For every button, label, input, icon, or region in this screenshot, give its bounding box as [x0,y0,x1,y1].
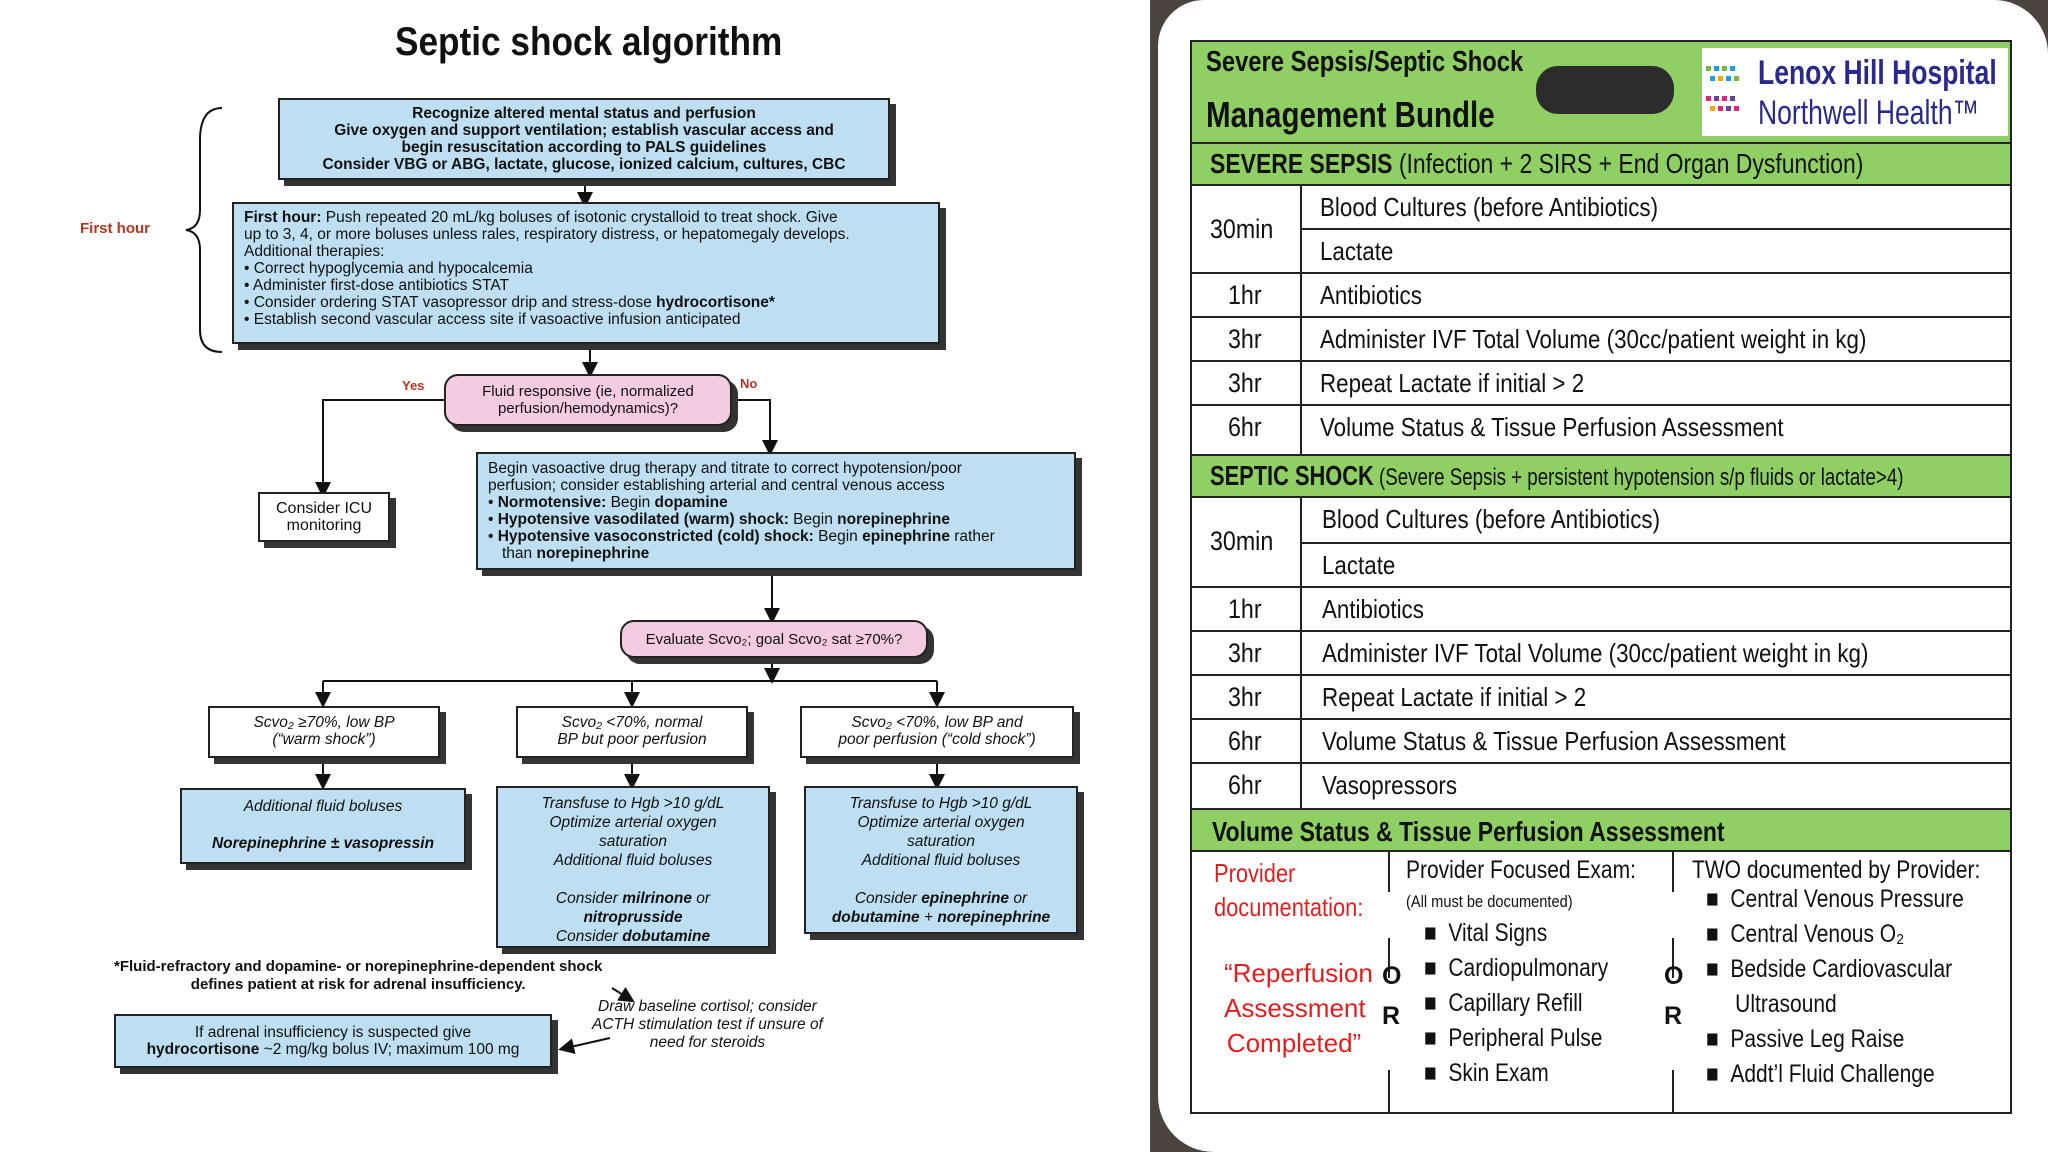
sec2-item-4: Repeat Lactate if initial > 2 [1322,682,1587,712]
or-divider-1: O R [1382,962,1402,1030]
measure-item: ■ Passive Leg Raise [1706,1025,1905,1053]
septic-shock-algorithm: Septic shock algorithm First hour Recogn… [0,0,1150,1152]
two-documented-heading: TWO documented by Provider: [1692,856,1981,884]
first-hour-label: First hour [80,220,150,237]
sec2-item-6: Vasopressors [1322,770,1458,800]
algorithm-title: Septic shock algorithm [395,20,783,64]
no-label: No [740,376,758,391]
sec1-rows [1192,186,2012,454]
icu-box: Consider ICU monitoring [258,492,390,542]
sec2-item-0: Blood Cultures (before Antibiotics) [1322,504,1661,534]
evaluate-scvo2-decision: Evaluate Scvo₂; goal Scvo₂ sat ≥70%? [620,620,928,658]
logo-dots-icon [1706,66,1739,111]
measure-item: Ultrasound [1735,990,1837,1018]
sec1-item-1: Lactate [1320,236,1394,266]
fluid-responsive-decision: Fluid responsive (ie, normalized perfusi… [444,374,732,426]
sec1-item-0: Blood Cultures (before Antibiotics) [1320,192,1659,222]
sec2-time-3: 3hr [1228,638,1262,668]
sec2-time-6: 6hr [1228,770,1262,800]
sec1-item-3: Administer IVF Total Volume (30cc/patien… [1320,324,1867,354]
reperfusion-completed-label: “Reperfusion Assessment Completed” [1224,958,1373,1058]
card-title-line2: Management Bundle [1206,94,1495,135]
time-column-divider [1300,186,1302,454]
normal-bp-box: Scvo₂ <70%, normal BP but poor perfusion [516,706,748,758]
sec1-time-0: 30min [1210,214,1274,244]
sec2-time-0: 30min [1210,526,1274,556]
sepsis-bundle-card [1158,0,2048,1152]
exam-item: ■ Vital Signs [1424,919,1548,947]
sec1-item-5: Volume Status & Tissue Perfusion Assessm… [1320,412,1784,442]
normal-bp-treatment: Transfuse to Hgb >10 g/dL Optimize arter… [496,786,770,948]
adrenal-footnote: *Fluid-refractory and dopamine- or norep… [114,958,603,993]
sec2-item-2: Antibiotics [1322,594,1424,624]
septic-shock-header: SEPTIC SHOCK (Severe Sepsis + persistent… [1190,456,2012,498]
exam-heading: Provider Focused Exam: [1406,856,1636,884]
or-divider-2: O R [1664,962,1684,1030]
perfusion-header: Volume Status & Tissue Perfusion Assessm… [1190,808,2012,852]
warm-shock-treatment: Additional fluid boluses Norepinephrine … [180,788,466,864]
lanyard-slot [1536,66,1674,114]
first-hour-box: First hour: Push repeated 20 mL/kg bolus… [232,202,940,344]
provider-documentation-label: Provider documentation: [1214,858,1364,922]
sec2-item-5: Volume Status & Tissue Perfusion Assessm… [1322,726,1786,756]
card-title-line1: Severe Sepsis/Septic Shock [1206,46,1524,78]
sec1-item-4: Repeat Lactate if initial > 2 [1320,368,1585,398]
exam-item: ■ Peripheral Pulse [1424,1024,1603,1052]
sec2-item-1: Lactate [1322,550,1396,580]
logo-hospital-name: Lenox Hill Hospital [1758,54,1997,92]
cold-shock-treatment: Transfuse to Hgb >10 g/dL Optimize arter… [804,786,1078,934]
measure-item: ■ Bedside Cardiovascular [1706,955,1953,983]
sec1-item-2: Antibiotics [1320,280,1422,310]
measure-item: ■ Central Venous O₂ [1706,920,1905,948]
logo-health-name: Northwell Health™ [1758,94,1980,132]
sec1-time-3: 3hr [1228,324,1262,354]
cold-shock-box: Scvo₂ <70%, low BP and poor perfusion (“… [800,706,1074,758]
hydrocortisone-box: If adrenal insufficiency is suspected gi… [114,1014,552,1068]
vasoactive-box: Begin vasoactive drug therapy and titrat… [476,452,1076,570]
perfusion-table: Provider documentation: “Reperfusion Ass… [1190,852,2012,1114]
exam-subheading: (All must be documented) [1406,892,1573,911]
sec2-time-5: 6hr [1228,726,1262,756]
exam-item: ■ Capillary Refill [1424,989,1583,1017]
sec2-item-3: Administer IVF Total Volume (30cc/patien… [1322,638,1869,668]
exam-item: ■ Cardiopulmonary [1424,954,1609,982]
two-documented-list: ■ Central Venous Pressure ■ Central Veno… [1706,882,1964,1092]
cortisol-note: Draw baseline cortisol; consider ACTH st… [592,998,823,1051]
severe-sepsis-table: 30min Blood Cultures (before Antibiotics… [1190,186,2012,456]
exam-list: ■ Vital Signs ■ Cardiopulmonary ■ Capill… [1424,916,1608,1091]
yes-label: Yes [402,378,425,393]
exam-item: ■ Skin Exam [1424,1059,1549,1087]
sec1-time-2: 1hr [1228,280,1262,310]
warm-shock-box: Scvo₂ ≥70%, low BP (“warm shock”) [208,706,440,758]
measure-item: ■ Central Venous Pressure [1706,885,1964,913]
sec2-time-2: 1hr [1228,594,1262,624]
time-column-divider-2 [1300,498,1302,808]
sec1-time-4: 3hr [1228,368,1262,398]
recognize-box: Recognize altered mental status and perf… [278,98,890,180]
sec1-time-5: 6hr [1228,412,1262,442]
severe-sepsis-header: SEVERE SEPSIS (Infection + 2 SIRS + End … [1190,144,2012,186]
flow-connectors [185,107,945,1055]
hospital-logo: Lenox Hill Hospital Northwell Health™ [1702,48,2008,136]
measure-item: ■ Addt’l Fluid Challenge [1706,1060,1935,1088]
septic-shock-table: 30min Blood Cultures (before Antibiotics… [1190,498,2012,810]
sec2-time-4: 3hr [1228,682,1262,712]
